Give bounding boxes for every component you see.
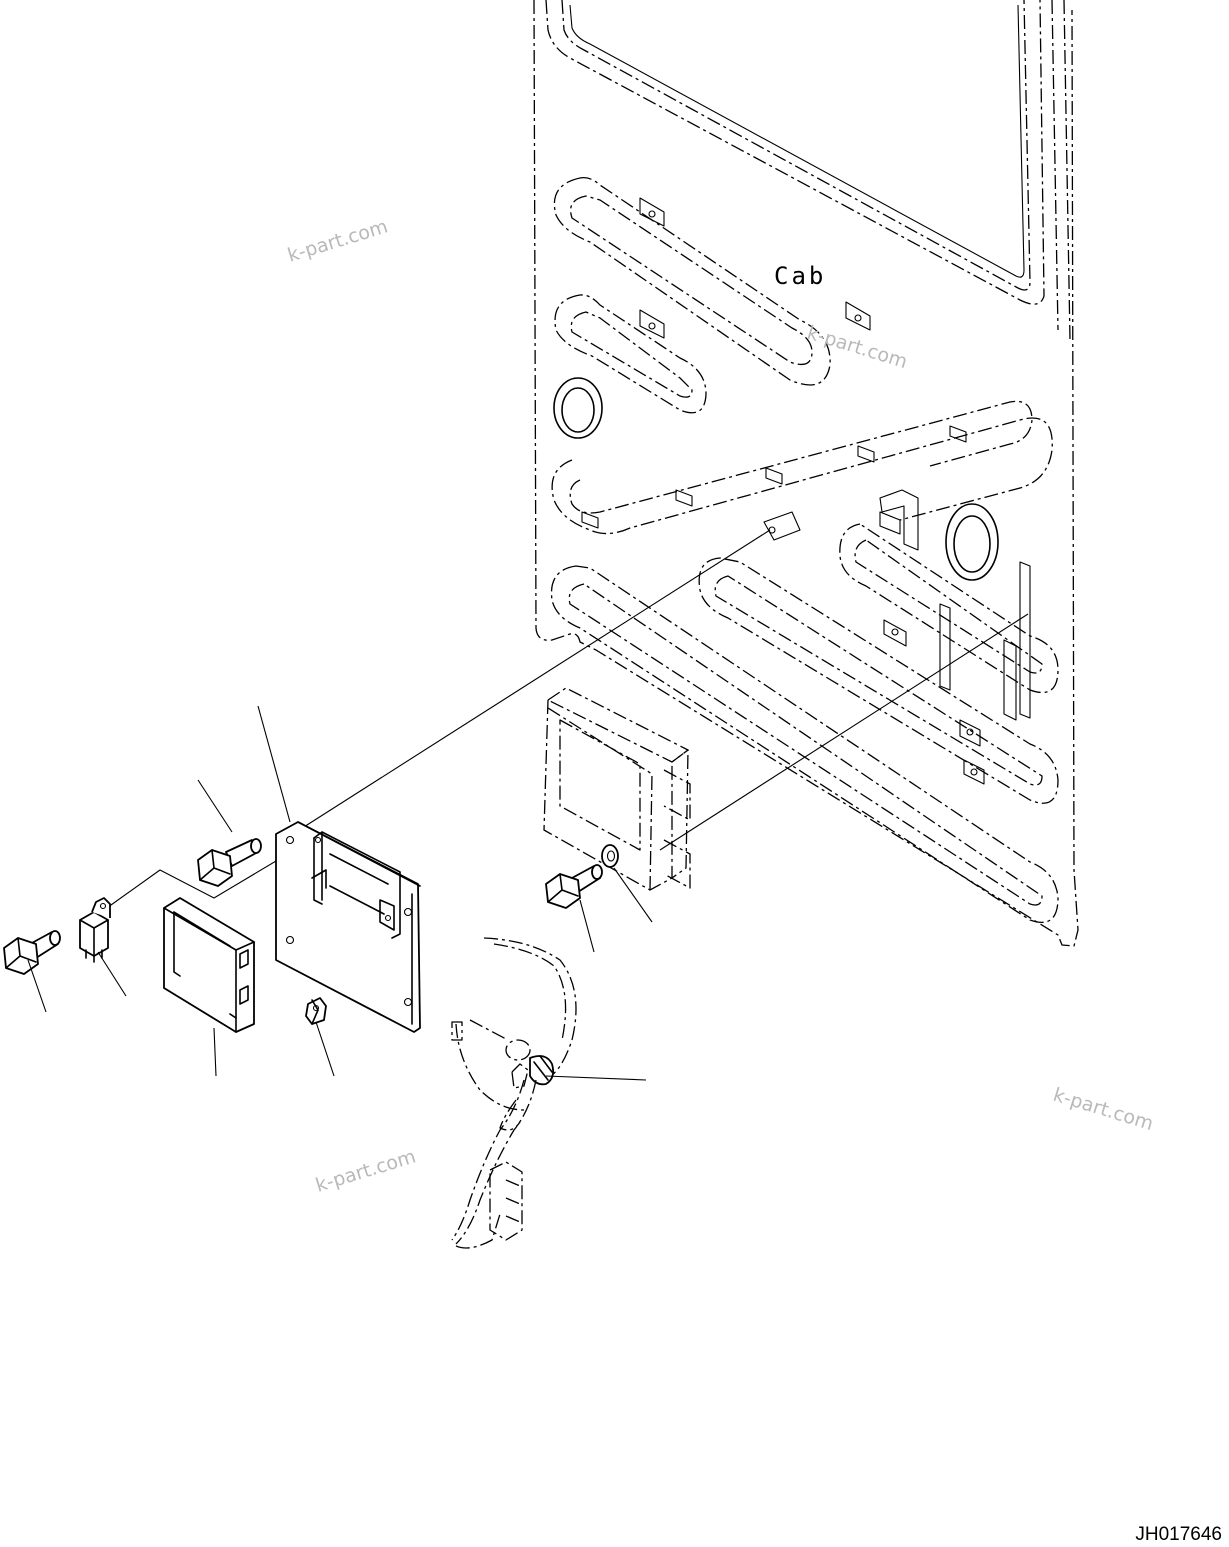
washer xyxy=(601,844,619,868)
watermark: k-part.com xyxy=(1051,1084,1156,1135)
cab-panel xyxy=(533,0,1079,947)
bolt-right xyxy=(545,864,603,909)
bolt-lower-left xyxy=(3,930,61,975)
watermark: k-part.com xyxy=(805,322,910,373)
watermark: k-part.com xyxy=(313,1145,418,1196)
clip-nut xyxy=(305,997,327,1025)
cab-grommet-left xyxy=(553,377,603,439)
mounted-controller-phantom xyxy=(543,687,691,891)
bolt-upper-left xyxy=(197,838,262,887)
controller-box xyxy=(163,897,255,1033)
cab-label: Cab xyxy=(774,262,826,290)
relay xyxy=(79,897,111,963)
wiring-harness xyxy=(451,937,577,1249)
callout-leaders xyxy=(27,705,653,1081)
cab-grommet-right xyxy=(945,503,999,581)
cab-reinforcement-ribs xyxy=(550,177,1059,924)
watermark: k-part.com xyxy=(285,215,390,266)
mounting-bracket xyxy=(275,821,421,1033)
drawing-code: JH017646 xyxy=(1135,1524,1222,1545)
assembly-leader-lines xyxy=(103,529,1029,911)
cab-clips xyxy=(581,197,1031,785)
